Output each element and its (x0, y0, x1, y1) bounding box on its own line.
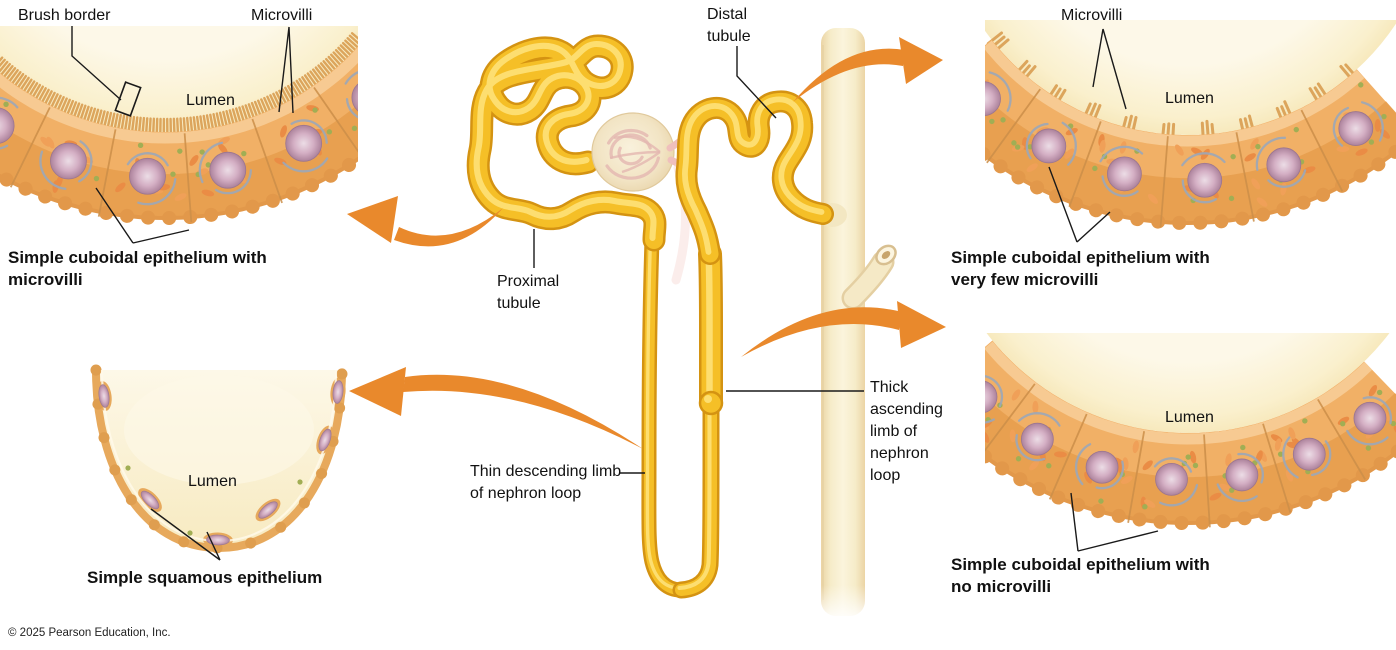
leader-brush-border (71, 26, 122, 101)
label-lumen-bottom-right: Lumen (1165, 409, 1214, 426)
distal-tubule-drawing (675, 90, 834, 265)
label-microvilli-top-right: Microvilli (1061, 7, 1123, 24)
label-lumen-top-left: Lumen (186, 92, 235, 109)
inset-cuboidal-with-microvilli (0, 26, 358, 226)
caption-cuboidal-very-few-microvilli: Simple cuboidal epithelium with very few… (951, 248, 1210, 289)
inset-cuboidal-very-few-microvilli (985, 20, 1396, 231)
leader-microvilli-top-left (278, 26, 294, 114)
label-distal-tubule: Distal tubule (707, 6, 751, 45)
inset-simple-squamous (90, 364, 348, 554)
leader-caption-top-right (1048, 166, 1111, 243)
arrow-to-top-left-inset (347, 196, 503, 247)
leader-microvilli-top-right (1092, 28, 1127, 110)
leader-lines (71, 26, 1159, 561)
arrow-to-bottom-left-inset (349, 367, 643, 449)
leader-caption-bottom-right (1070, 492, 1159, 552)
leader-caption-bottom-left (150, 508, 221, 561)
leader-distal-tubule (736, 46, 777, 119)
arrow-to-bottom-right-inset (741, 301, 946, 357)
label-proximal-tubule: Proximal tubule (497, 273, 560, 312)
label-brush-border: Brush border (18, 7, 111, 24)
duct-branch (841, 244, 897, 310)
copyright-notice: © 2025 Pearson Education, Inc. (8, 627, 171, 639)
arrow-to-top-right-inset (793, 37, 943, 102)
label-thick-ascending-limb: Thick ascending limb of nephron loop (870, 379, 943, 484)
nephron-loop-drawing (641, 232, 724, 599)
label-lumen-bottom-left: Lumen (188, 473, 237, 490)
label-lumen-top-right: Lumen (1165, 90, 1214, 107)
caption-cuboidal-no-microvilli: Simple cuboidal epithelium with no micro… (951, 555, 1210, 596)
inset-cuboidal-no-microvilli (985, 333, 1396, 531)
proximal-tubule-drawing (466, 34, 667, 252)
label-thin-descending-limb: Thin descending limb of nephron loop (470, 463, 622, 502)
callout-arrows (347, 37, 946, 449)
brush-border-bracket (114, 81, 142, 117)
leader-caption-top-left (95, 187, 190, 244)
label-microvilli-top-left: Microvilli (251, 7, 313, 24)
caption-cuboidal-with-microvilli: Simple cuboidal epithelium with microvil… (8, 248, 267, 289)
caption-simple-squamous: Simple squamous epithelium (87, 568, 323, 587)
